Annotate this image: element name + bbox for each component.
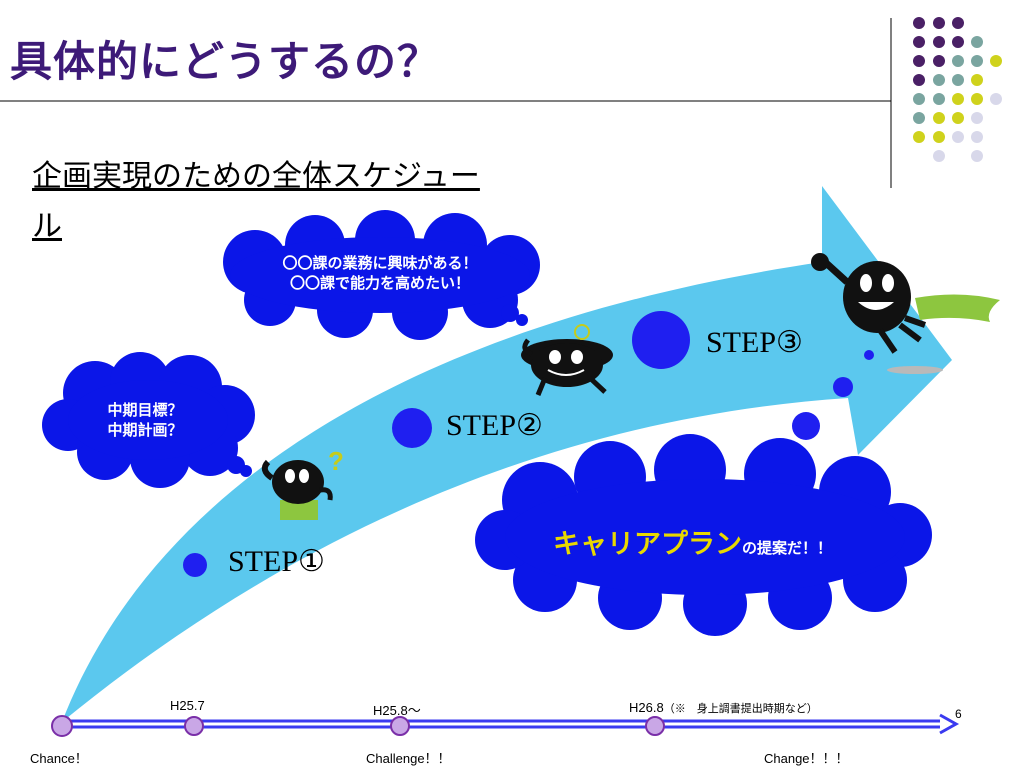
timeline-mark-h268: H26.8（※ 身上調書提出時期など） [629, 700, 818, 716]
slide-title: 具体的にどうするの？ [10, 37, 441, 86]
timeline-bottom-chance: Chance！ [30, 751, 88, 766]
step2-label: STEP② [446, 409, 543, 442]
timeline-node-start [51, 715, 73, 737]
step1-label: STEP① [228, 545, 325, 578]
step3-label: STEP③ [706, 326, 803, 359]
timeline-node-h258 [390, 716, 410, 736]
character-thinking: ? [261, 446, 344, 520]
small-dot-a [792, 412, 820, 440]
slide-subtitle: 企画実現のための全体スケジュー ル [32, 152, 480, 252]
timeline-mark-h268-label: H26.8 [629, 700, 664, 715]
top-bubble-line1: 〇〇課の業務に興味がある！ [282, 254, 478, 272]
career-plan-rest: の提案だ！！ [742, 539, 833, 557]
svg-text:?: ? [328, 446, 344, 476]
page-number: 6 [955, 707, 962, 721]
subtitle-line2: ル [32, 209, 62, 244]
left-bubble-line2: 中期計画？ [107, 421, 183, 439]
character-idea [521, 324, 613, 396]
thought-cloud-top [223, 210, 540, 340]
career-plan-main: キャリアプラン [553, 529, 742, 560]
thought-cloud-left [42, 352, 255, 488]
timeline-mark-h258: H25.8～ [373, 703, 421, 718]
subtitle-line1: 企画実現のための全体スケジュー [32, 159, 480, 194]
career-plan-text: キャリアプランの提案だ！！ [553, 522, 832, 561]
timeline-note: （※ 身上調書提出時期など） [663, 703, 818, 715]
left-bubble-line1: 中期目標？ [107, 401, 183, 419]
timeline-mark-h257: H25.7 [170, 698, 205, 713]
step2-dot [392, 408, 432, 448]
timeline-bottom-challenge: Challenge！！ [366, 751, 451, 766]
timeline-node-h257 [184, 716, 204, 736]
timeline-node-h268 [645, 716, 665, 736]
step3-dot [632, 311, 690, 369]
growth-arrow [62, 186, 952, 722]
small-dot-c [864, 350, 874, 360]
small-dot-b [833, 377, 853, 397]
top-bubble-text: 〇〇課の業務に興味がある！ 〇〇課で能力を高めたい！ [250, 253, 510, 293]
step1-dot [183, 553, 207, 577]
career-plan-cloud [475, 434, 932, 636]
left-bubble-text: 中期目標？ 中期計画？ [70, 400, 220, 440]
top-bubble-line2: 〇〇課で能力を高めたい！ [289, 274, 470, 292]
timeline-bottom-change: Change！！！ [764, 751, 849, 766]
decorative-dot-grid [913, 17, 1002, 162]
character-cheering [811, 253, 1000, 374]
timeline-arrow [62, 713, 960, 735]
